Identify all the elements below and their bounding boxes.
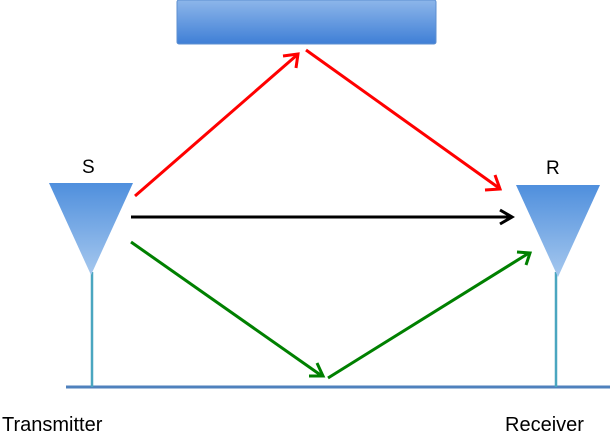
receiver-antenna-icon [516,185,600,277]
reflected-path [134,48,503,198]
reflected-path-outgoing [305,48,500,190]
direct-path-arrowhead [499,208,515,226]
direct-path [131,208,515,226]
receiver-letter-label: R [546,158,560,179]
transmitter-antenna-icon [49,183,133,275]
ground-reflected-path [130,240,533,380]
receiver-caption: Receiver [505,414,584,436]
transmitter-caption: Transmitter [2,414,103,436]
ground-path-incident [130,240,323,378]
reflected-path-incident-arrowhead [282,52,300,69]
reflector-bar [176,0,437,45]
ground-path-outgoing-arrowhead [516,250,533,266]
reflected-path-outgoing-arrowhead [484,174,503,192]
reflected-path-incident [134,53,298,198]
ground-path-outgoing [327,251,530,380]
ground-path-incident-arrowhead [309,362,326,378]
transmitter-letter-label: S [82,157,95,178]
